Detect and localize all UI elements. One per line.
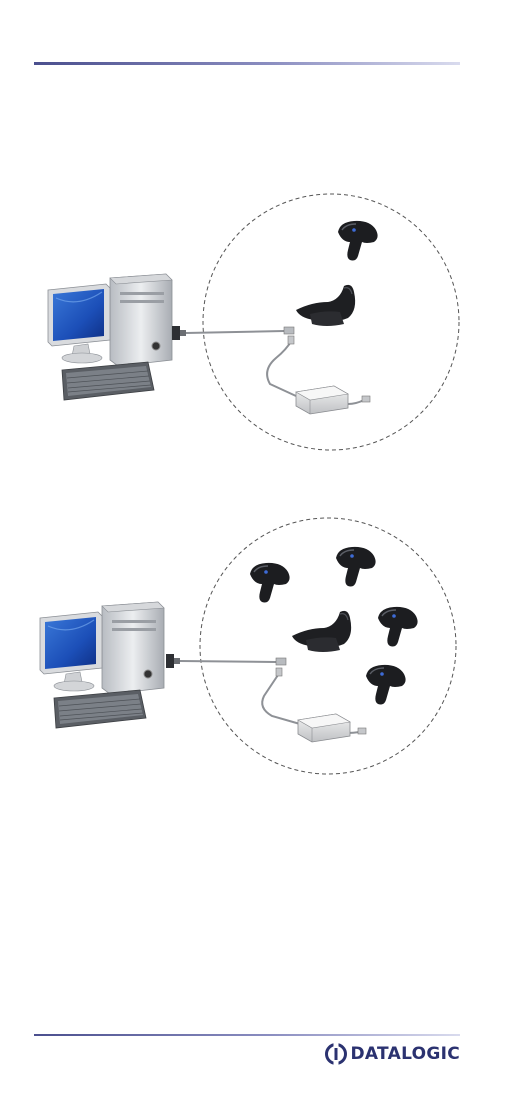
power-supply-icon — [296, 386, 348, 414]
datalogic-logo-icon — [325, 1043, 347, 1065]
power-supply-icon — [298, 714, 350, 742]
handheld-scanner-icon — [338, 221, 378, 261]
single-scanner-setup — [0, 190, 510, 455]
desktop-computer-icon — [40, 602, 164, 728]
handheld-scanner-icon — [366, 665, 406, 705]
brand-logo: DATALOGIC — [325, 1043, 460, 1065]
multi-scanner-setup — [0, 512, 510, 780]
desktop-computer-icon — [48, 274, 172, 400]
handheld-scanner-icon — [336, 547, 376, 587]
cradle-icon — [292, 611, 351, 652]
brand-name: DATALOGIC — [350, 1043, 460, 1065]
footer-rule — [34, 1034, 460, 1036]
header-rule — [34, 62, 460, 65]
handheld-scanner-icon — [378, 607, 418, 647]
handheld-scanner-icon — [250, 563, 290, 603]
cradle-icon — [296, 285, 355, 326]
